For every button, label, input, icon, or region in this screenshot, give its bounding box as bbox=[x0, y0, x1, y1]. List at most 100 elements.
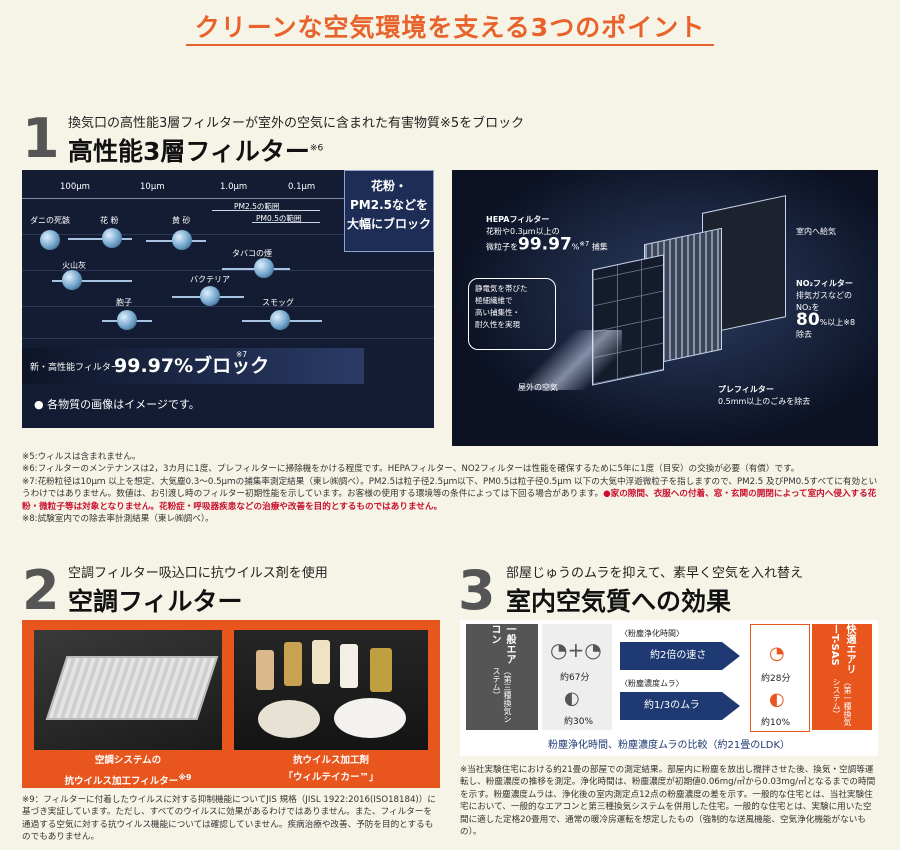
point3-note: ※当社実験住宅における約21畳の部屋での測定結果。部屋内に粉塵を放出し攪拌させた… bbox=[460, 765, 876, 838]
electret-line: 極細繊維で bbox=[475, 296, 513, 305]
spore-icon bbox=[117, 310, 137, 330]
point1-number: 1 bbox=[22, 107, 60, 170]
note-5: ※5:ウィルスは含まれません。 bbox=[22, 452, 141, 462]
general-ac-label: 一般エアコン （第三種換気システム） bbox=[466, 624, 538, 730]
callout-line: 花粉・ bbox=[370, 179, 407, 193]
point2-subline: 空調フィルター吸込口に抗ウイルス剤を使用 bbox=[68, 566, 328, 581]
volcanic-ash-icon bbox=[62, 270, 82, 290]
point1-notes: ※5:ウィルスは含まれません。 ※6:フィルターのメンテナンスは2，3カ月に1度… bbox=[22, 451, 882, 525]
smog-icon bbox=[270, 310, 290, 330]
tobacco-smoke-icon bbox=[254, 258, 274, 278]
tsas-time: 約28分 bbox=[761, 674, 791, 684]
note-7-text: ※7:花粉粒径は10μｍ 以上を想定、大気塵0.3～0.5μｍの捕集率測定結果（… bbox=[22, 476, 878, 500]
note-7-warning: ●家の隙間、衣服への付着、窓・玄関の開閉によって室内へ侵入する花粉・微粒子等は対… bbox=[22, 489, 877, 512]
clock-plus-icon: ◔+◔ bbox=[550, 638, 602, 662]
particle-label: タバコの煙 bbox=[232, 249, 272, 258]
filter-photo bbox=[34, 630, 222, 750]
caption-note: ※9 bbox=[178, 773, 192, 782]
general-ac-title: 一般エアコン bbox=[489, 624, 515, 664]
no2-desc: 排気ガスなどの bbox=[796, 291, 852, 300]
hepa-band-value: 99.97%ブロック bbox=[114, 355, 270, 377]
bottle-image bbox=[284, 642, 302, 686]
electret-line: 耐久性を実現 bbox=[475, 320, 520, 329]
title-underline bbox=[186, 44, 714, 46]
bacteria-icon bbox=[200, 286, 220, 306]
point3-number: 3 bbox=[458, 559, 496, 622]
filter-illustration: HEPAフィルター 花粉や0.3μm以上の 微粒子を99.97%※7 捕集 静電… bbox=[452, 170, 878, 446]
particle-label: 火山灰 bbox=[62, 261, 86, 270]
arrow2: 約1/3のムラ bbox=[620, 692, 740, 720]
caption-line: 「ウィルテイカー™」 bbox=[283, 772, 379, 783]
bottle-image bbox=[370, 648, 392, 692]
arrow1: 約2倍の速さ bbox=[620, 642, 740, 670]
mura-icon: ◐ bbox=[564, 688, 580, 709]
caption-filter: 空調システムの 抗ウイルス加工フィルター※9 bbox=[34, 752, 222, 790]
tsas-clock-icon: ◔ bbox=[769, 643, 785, 664]
point3-heading: 室内空気質への効果 bbox=[506, 587, 732, 616]
arrow1-title: 〈粉塵浄化時間〉 bbox=[620, 629, 684, 638]
hepa-desc: 花粉や0.3μm以上の bbox=[486, 227, 560, 236]
no2-desc: NO₂を bbox=[796, 303, 820, 312]
point3-subline: 部屋じゅうのムラを抑えて、素早く空気を入れ替え bbox=[506, 566, 804, 581]
electret-line: 高い捕集性・ bbox=[475, 308, 520, 317]
grid-line bbox=[22, 306, 434, 307]
tick-1um: 1.0μm bbox=[220, 182, 248, 192]
comparison-panel: 一般エアコン （第三種換気システム） ◔+◔ 約67分 ◐ 約30% 〈粉塵浄化… bbox=[460, 620, 878, 756]
hepa-callout: HEPAフィルター 花粉や0.3μm以上の 微粒子を99.97%※7 捕集 bbox=[486, 214, 608, 254]
point2-heading: 空調フィルター bbox=[68, 587, 243, 616]
grid-line bbox=[22, 338, 434, 339]
point1-subline: 換気口の高性能3層フィルターが室外の空気に含まれた有害物質※5をブロック bbox=[68, 116, 525, 131]
bottle-image bbox=[312, 640, 330, 684]
pm25-range-label: PM2.5の範囲 bbox=[234, 202, 280, 211]
no2-callout: NO₂フィルター 排気ガスなどの NO₂を 80%以上※8 除去 bbox=[796, 278, 855, 341]
size-axis bbox=[22, 198, 352, 199]
tsas-mura-icon: ◐ bbox=[769, 689, 785, 710]
hepa-unit: % bbox=[571, 242, 580, 252]
general-mura: 約30% bbox=[564, 717, 594, 727]
filter-image bbox=[45, 656, 219, 720]
pm25-range-line bbox=[212, 210, 320, 211]
pre-title: プレフィルター bbox=[718, 385, 774, 394]
caption-line: 抗ウイルス加工剤 bbox=[292, 755, 369, 766]
pollen-icon bbox=[102, 228, 122, 248]
grid-line bbox=[22, 234, 434, 235]
no2-title: NO₂フィルター bbox=[796, 279, 853, 288]
hepa-band-label: 新・高性能フィルター bbox=[30, 363, 120, 373]
caption-line: 空調システムの bbox=[94, 755, 162, 766]
mite-icon bbox=[40, 230, 60, 250]
tsas-mura: 約10% bbox=[761, 718, 791, 728]
callout-line: 大幅にブロック bbox=[346, 217, 431, 231]
pre-callout: プレフィルター 0.5mm以上のごみを除去 bbox=[718, 384, 810, 408]
hepa-desc2: 微粒子を bbox=[486, 242, 518, 252]
image-note: ● 各物質の画像はイメージです。 bbox=[34, 398, 200, 411]
caption-line: 抗ウイルス加工フィルター bbox=[64, 776, 179, 788]
particle-label: 胞子 bbox=[116, 298, 132, 307]
yellow-sand-icon bbox=[172, 230, 192, 250]
caption-agent: 抗ウイルス加工剤 「ウィルテイカー™」 bbox=[234, 752, 428, 786]
note-8: ※8:試験室内での除去率計測結果（東レ㈱調べ）。 bbox=[22, 514, 214, 525]
point1-heading-note: ※6 bbox=[309, 143, 324, 154]
tsas-sub: （第一種換気システム） bbox=[832, 678, 852, 727]
tsas-title: 快適エアリーT-SAS bbox=[829, 624, 855, 674]
hepa-band bbox=[22, 348, 364, 384]
tsas-stats: ◔ 約28分 ◐ 約10% bbox=[750, 624, 810, 732]
general-ac-stats: ◔+◔ 約67分 ◐ 約30% bbox=[542, 624, 612, 730]
pre-desc: 0.5mm以上のごみを除去 bbox=[718, 397, 811, 406]
bottle-image bbox=[256, 650, 274, 690]
page-title: クリーンな空気環境を支える3つのポイント bbox=[194, 13, 706, 42]
particle-label: 黄 砂 bbox=[172, 216, 191, 225]
tick-10um: 10μm bbox=[140, 182, 165, 192]
outside-air-label: 屋外の空気 bbox=[518, 383, 558, 392]
note-6: ※6:フィルターのメンテナンスは2，3カ月に1度、プレフィルターに掃除機をかける… bbox=[22, 464, 800, 475]
particle-label: ダニの死骸 bbox=[30, 216, 70, 225]
hepa-title: HEPAフィルター bbox=[486, 215, 550, 224]
point2-note: ※9：フィルターに付着したウイルスに対する抑制機能についてJIS 規格（JISL… bbox=[22, 795, 436, 843]
no2-note: ※8 bbox=[843, 318, 856, 327]
tick-100um: 100μm bbox=[60, 182, 90, 192]
pm05-range-line bbox=[252, 222, 320, 223]
note-7: ※7:花粉粒径は10μｍ 以上を想定、大気塵0.3～0.5μｍの捕集率測定結果（… bbox=[22, 476, 882, 513]
particle-label: スモッグ bbox=[262, 298, 294, 307]
grid-line bbox=[22, 270, 434, 271]
airflow-arrow bbox=[502, 330, 622, 390]
general-ac-sub: （第三種換気システム） bbox=[492, 666, 512, 723]
